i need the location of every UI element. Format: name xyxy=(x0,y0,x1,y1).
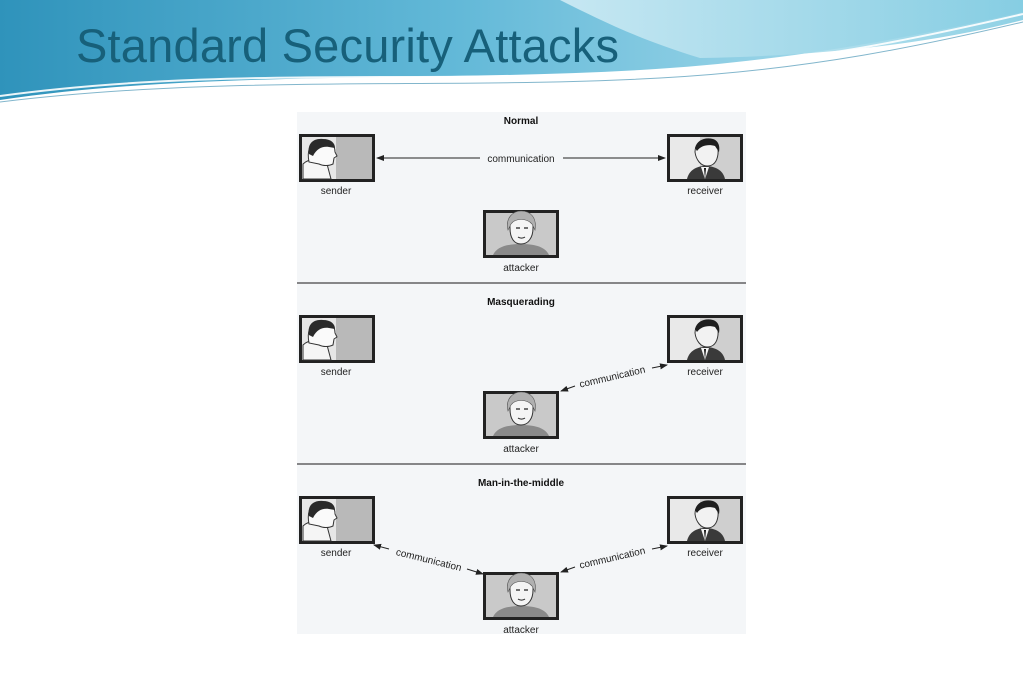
attacker-label: attacker xyxy=(503,263,539,274)
sender-portrait xyxy=(298,495,376,545)
sender-portrait xyxy=(298,314,376,364)
receiver-portrait xyxy=(666,495,744,545)
attacker-portrait xyxy=(482,390,560,440)
security-attacks-diagram: Normal sender receiver attacker communic… xyxy=(297,112,746,634)
receiver-label: receiver xyxy=(687,367,723,378)
attacker-portrait xyxy=(482,571,560,621)
communication-arrow-to-receiver xyxy=(651,363,668,370)
attacker-label: attacker xyxy=(503,444,539,455)
sender-label: sender xyxy=(321,367,352,378)
sender-label: sender xyxy=(321,548,352,559)
communication-arrow-to-attacker xyxy=(466,568,484,575)
attacker-portrait xyxy=(482,209,560,259)
attacker-label: attacker xyxy=(503,625,539,634)
panel-normal: Normal sender receiver attacker communic… xyxy=(298,116,744,274)
slide-title: Standard Security Attacks xyxy=(76,19,620,72)
receiver-portrait xyxy=(666,314,744,364)
panel-header: Normal xyxy=(504,116,539,127)
communication-arrow-to-sender xyxy=(373,543,390,550)
communication-arrow-to-receiver xyxy=(651,544,668,551)
panel-header: Man-in-the-middle xyxy=(478,478,565,489)
receiver-portrait xyxy=(666,133,744,183)
communication-arrow-to-attacker xyxy=(560,566,576,573)
receiver-label: receiver xyxy=(687,186,723,197)
receiver-label: receiver xyxy=(687,548,723,559)
communication-label: communication xyxy=(487,154,554,165)
communication-arrow-to-attacker xyxy=(560,385,576,392)
sender-portrait xyxy=(298,133,376,183)
panel-header: Masquerading xyxy=(487,297,555,308)
sender-label: sender xyxy=(321,186,352,197)
figure-background xyxy=(297,112,746,634)
background-wave xyxy=(0,0,1023,103)
